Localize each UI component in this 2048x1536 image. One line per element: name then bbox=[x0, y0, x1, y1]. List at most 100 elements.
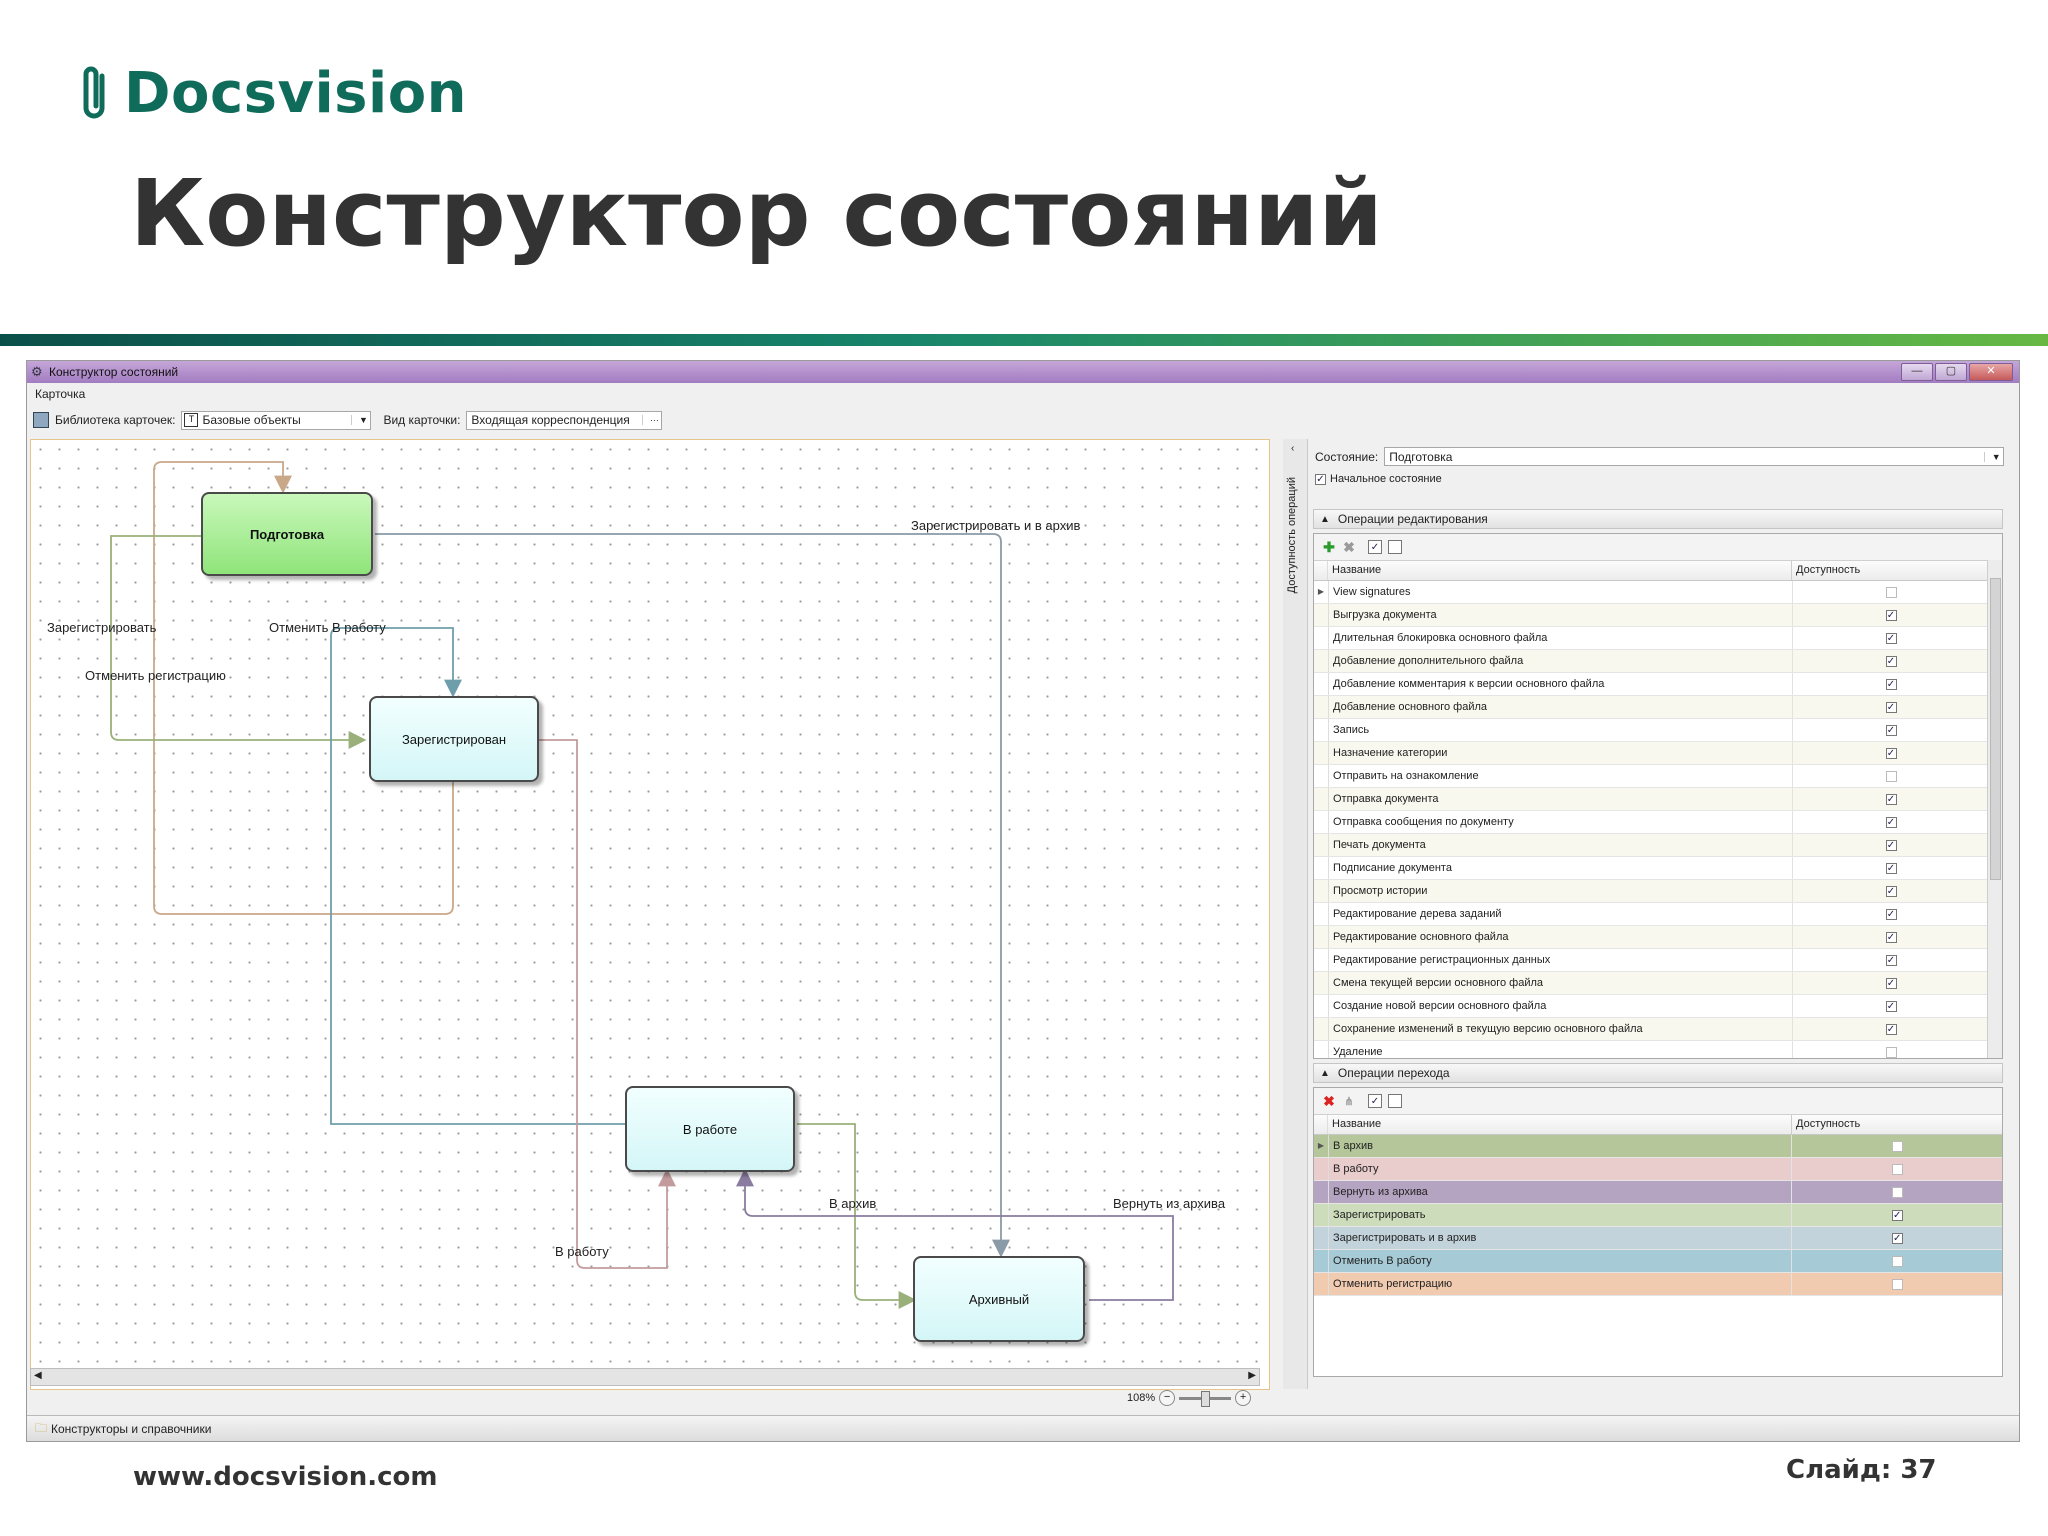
window-titlebar[interactable]: ⚙ Конструктор состояний — ▢ ✕ bbox=[27, 361, 2019, 383]
minimize-button[interactable]: — bbox=[1901, 363, 1933, 381]
row-header[interactable] bbox=[1314, 1041, 1329, 1058]
table-row[interactable]: Смена текущей версии основного файла✓ bbox=[1314, 972, 2002, 995]
table-row[interactable]: Добавление дополнительного файла✓ bbox=[1314, 650, 2002, 673]
diagram-canvas[interactable]: Подготовка Зарегистрирован В работе Архи… bbox=[30, 439, 1270, 1390]
add-icon[interactable]: ✚ bbox=[1323, 538, 1335, 555]
row-header[interactable] bbox=[1314, 1227, 1329, 1249]
menu-item-card[interactable]: Карточка bbox=[35, 387, 86, 401]
line-cancel-registration[interactable] bbox=[153, 461, 454, 915]
state-select[interactable]: Подготовка ▼ bbox=[1384, 447, 2005, 466]
scroll-right-icon[interactable]: ▶ bbox=[1248, 1370, 1256, 1381]
availability-checkbox[interactable]: ✓ bbox=[1885, 954, 1897, 966]
card-kind-select[interactable]: Входящая корреспонденция ··· bbox=[466, 410, 663, 430]
line-to-work[interactable] bbox=[539, 739, 676, 1269]
row-header[interactable] bbox=[1314, 1158, 1329, 1180]
table-row[interactable]: Отменить регистрацию bbox=[1314, 1273, 2002, 1296]
table-row[interactable]: Редактирование регистрационных данных✓ bbox=[1314, 949, 2002, 972]
availability-checkbox[interactable]: ✓ bbox=[1885, 1023, 1897, 1035]
library-select[interactable]: T Базовые объекты ▼ bbox=[181, 410, 372, 430]
row-header[interactable] bbox=[1314, 926, 1329, 948]
line-to-archive[interactable] bbox=[797, 1123, 917, 1309]
availability-checkbox[interactable]: ✓ bbox=[1885, 977, 1897, 989]
zoom-out-icon[interactable]: − bbox=[1159, 1390, 1176, 1406]
column-name[interactable]: Название bbox=[1328, 561, 1792, 580]
column-name[interactable]: Название bbox=[1328, 1115, 1792, 1134]
initial-state-checkbox[interactable]: ✓ bbox=[1315, 473, 1326, 485]
row-header[interactable] bbox=[1314, 765, 1329, 787]
table-row[interactable]: ▶View signatures bbox=[1314, 581, 2002, 604]
table-row[interactable]: Добавление основного файла✓ bbox=[1314, 696, 2002, 719]
availability-checkbox[interactable]: ✓ bbox=[1885, 724, 1897, 736]
row-header[interactable] bbox=[1314, 788, 1329, 810]
availability-checkbox[interactable] bbox=[1891, 1255, 1903, 1267]
availability-checkbox[interactable]: ✓ bbox=[1885, 1000, 1897, 1012]
row-header[interactable] bbox=[1314, 1204, 1329, 1226]
availability-checkbox[interactable]: ✓ bbox=[1885, 908, 1897, 920]
scroll-left-icon[interactable]: ◀ bbox=[34, 1370, 42, 1381]
availability-checkbox[interactable] bbox=[1885, 1046, 1897, 1058]
row-header[interactable] bbox=[1314, 650, 1329, 672]
row-header[interactable] bbox=[1314, 972, 1329, 994]
row-header[interactable] bbox=[1314, 1018, 1329, 1040]
browse-button[interactable]: ··· bbox=[642, 415, 661, 425]
row-header[interactable] bbox=[1314, 880, 1329, 902]
table-row[interactable]: Запись✓ bbox=[1314, 719, 2002, 742]
row-header[interactable] bbox=[1314, 903, 1329, 925]
availability-checkbox[interactable]: ✓ bbox=[1885, 931, 1897, 943]
state-node-v-rabote[interactable]: В работе bbox=[625, 1086, 795, 1172]
row-header[interactable] bbox=[1314, 949, 1329, 971]
connect-icon[interactable]: ⋔ bbox=[1344, 1095, 1354, 1108]
table-row[interactable]: Добавление комментария к версии основног… bbox=[1314, 673, 2002, 696]
availability-checkbox[interactable]: ✓ bbox=[1885, 632, 1897, 644]
line-register[interactable] bbox=[110, 535, 367, 749]
line-register-archive[interactable] bbox=[375, 533, 1010, 1258]
delete-icon[interactable]: ✖ bbox=[1343, 538, 1355, 555]
row-header[interactable] bbox=[1314, 1181, 1329, 1203]
delete-icon[interactable]: ✖ bbox=[1323, 1092, 1335, 1109]
row-header[interactable]: ▶ bbox=[1314, 1135, 1329, 1157]
scrollbar-thumb[interactable] bbox=[1990, 578, 2001, 880]
table-row[interactable]: Редактирование дерева заданий✓ bbox=[1314, 903, 2002, 926]
collapse-arrow-icon[interactable]: ‹ bbox=[1291, 443, 1295, 454]
table-row[interactable]: ▶В архив bbox=[1314, 1135, 2002, 1158]
availability-checkbox[interactable] bbox=[1885, 586, 1897, 598]
close-button[interactable]: ✕ bbox=[1969, 363, 2013, 381]
table-row[interactable]: Создание новой версии основного файла✓ bbox=[1314, 995, 2002, 1018]
edit-operations-header[interactable]: ▲ Операции редактирования bbox=[1313, 509, 2003, 529]
row-header[interactable] bbox=[1314, 673, 1329, 695]
state-node-podgotovka[interactable]: Подготовка bbox=[201, 492, 373, 576]
zoom-in-icon[interactable]: + bbox=[1235, 1390, 1252, 1406]
row-header[interactable] bbox=[1314, 604, 1329, 626]
state-node-arhivny[interactable]: Архивный bbox=[913, 1256, 1085, 1342]
footer-url[interactable]: www.docsvision.com bbox=[133, 1462, 438, 1492]
row-header[interactable] bbox=[1314, 1250, 1329, 1272]
availability-checkbox[interactable]: ✓ bbox=[1885, 655, 1897, 667]
row-header[interactable] bbox=[1314, 719, 1329, 741]
table-row[interactable]: Выгрузка документа✓ bbox=[1314, 604, 2002, 627]
zoom-slider-thumb[interactable] bbox=[1201, 1390, 1211, 1407]
column-availability[interactable]: Доступность bbox=[1796, 1118, 1861, 1130]
availability-checkbox[interactable] bbox=[1891, 1140, 1903, 1152]
availability-checkbox[interactable] bbox=[1885, 770, 1897, 782]
table-row[interactable]: Отменить В работу bbox=[1314, 1250, 2002, 1273]
availability-checkbox[interactable]: ✓ bbox=[1885, 678, 1897, 690]
row-header[interactable] bbox=[1314, 1273, 1329, 1295]
line-return-archive[interactable] bbox=[736, 1168, 1174, 1301]
table-row[interactable]: В работу bbox=[1314, 1158, 2002, 1181]
table-row[interactable]: Отправить на ознакомление bbox=[1314, 765, 2002, 788]
table-row[interactable]: Отправка документа✓ bbox=[1314, 788, 2002, 811]
diagram-horizontal-scrollbar[interactable]: ◀ ▶ bbox=[30, 1368, 1260, 1386]
availability-checkbox[interactable]: ✓ bbox=[1885, 885, 1897, 897]
line-cancel-work[interactable] bbox=[330, 627, 625, 1125]
collapse-icon[interactable]: ▲ bbox=[1320, 513, 1330, 525]
restore-button[interactable]: ▢ bbox=[1935, 363, 1967, 381]
availability-checkbox[interactable]: ✓ bbox=[1891, 1209, 1903, 1221]
row-header[interactable] bbox=[1314, 811, 1329, 833]
availability-checkbox[interactable]: ✓ bbox=[1885, 839, 1897, 851]
availability-checkbox[interactable]: ✓ bbox=[1885, 609, 1897, 621]
availability-checkbox[interactable] bbox=[1891, 1163, 1903, 1175]
row-header[interactable] bbox=[1314, 742, 1329, 764]
table-row[interactable]: Печать документа✓ bbox=[1314, 834, 2002, 857]
save-icon[interactable] bbox=[33, 412, 49, 428]
table-row[interactable]: Подписание документа✓ bbox=[1314, 857, 2002, 880]
